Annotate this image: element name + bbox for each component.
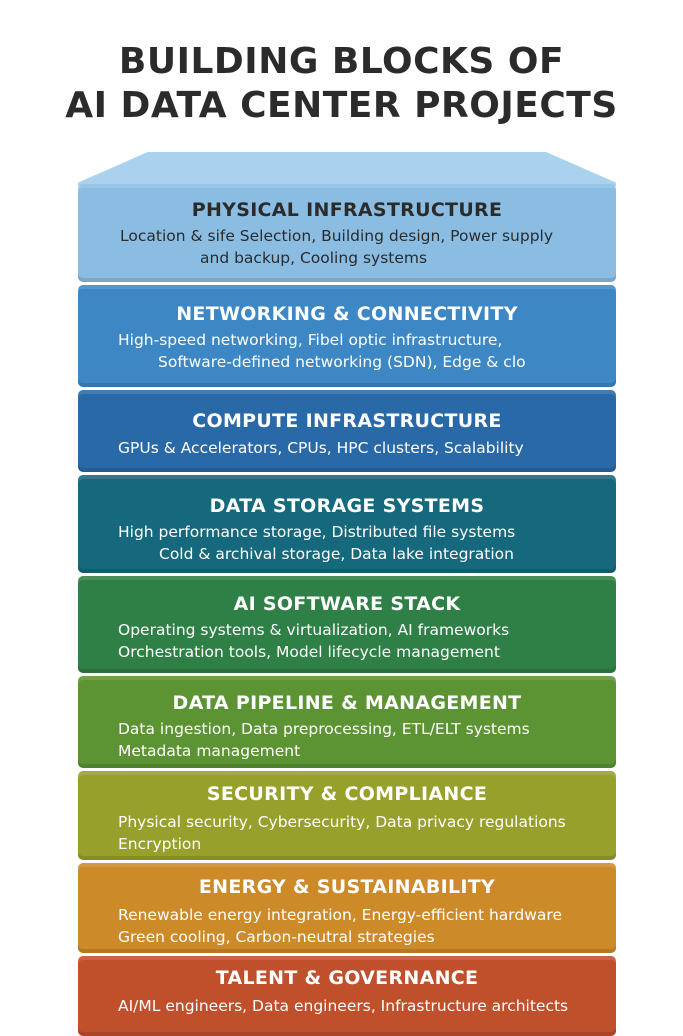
- page-title: BUILDING BLOCKS OF AI DATA CENTER PROJEC…: [0, 40, 683, 128]
- layer-desc-line: and backup, Cooling systems: [200, 249, 428, 267]
- stack-top-face: [78, 152, 616, 186]
- layer-ai-software-stack: AI SOFTWARE STACK Operating systems & vi…: [78, 576, 616, 673]
- layer-security-compliance: SECURITY & COMPLIANCE Physical security,…: [78, 771, 616, 860]
- layer-data-storage-systems: DATA STORAGE SYSTEMS High performance st…: [78, 475, 616, 573]
- layer-title: PHYSICAL INFRASTRUCTURE: [191, 199, 503, 221]
- layer-desc-line: Location & sife Selection, Building desi…: [120, 227, 554, 245]
- layer-energy-sustainability: ENERGY & SUSTAINABILITY Renewable energy…: [78, 863, 616, 953]
- layer-networking-connectivity: NETWORKING & CONNECTIVITY High-speed net…: [78, 285, 616, 387]
- layer-desc-line: Software-defined networking (SDN), Edge …: [158, 353, 526, 371]
- layer-desc-line: Metadata management: [118, 742, 301, 760]
- layer-desc-line: Physical security, Cybersecurity, Data p…: [118, 813, 566, 831]
- title-line-2: AI DATA CENTER PROJECTS: [65, 85, 618, 126]
- layer-compute-infrastructure: COMPUTE INFRASTRUCTURE GPUs & Accelerato…: [78, 390, 616, 472]
- layer-title: DATA STORAGE SYSTEMS: [209, 495, 485, 517]
- title-line-1: BUILDING BLOCKS OF: [118, 41, 565, 82]
- layer-title: ENERGY & SUSTAINABILITY: [198, 876, 496, 898]
- layer-title: DATA PIPELINE & MANAGEMENT: [172, 692, 522, 714]
- layer-title: COMPUTE INFRASTRUCTURE: [192, 410, 502, 432]
- layer-data-pipeline-management: DATA PIPELINE & MANAGEMENT Data ingestio…: [78, 676, 616, 768]
- layer-desc-line: AI/ML engineers, Data engineers, Infrast…: [118, 997, 569, 1015]
- layer-desc-line: GPUs & Accelerators, CPUs, HPC clusters,…: [118, 439, 524, 457]
- layer-desc-line: Data ingestion, Data preprocessing, ETL/…: [118, 720, 530, 738]
- layer-desc-line: Renewable energy integration, Energy-eff…: [118, 906, 562, 924]
- layer-talent-governance: TALENT & GOVERNANCE AI/ML engineers, Dat…: [78, 956, 616, 1036]
- layer-desc-line: Encryption: [118, 835, 202, 853]
- layer-title: NETWORKING & CONNECTIVITY: [176, 303, 518, 325]
- layer-desc-line: Orchestration tools, Model lifecycle man…: [118, 643, 500, 661]
- layer-desc-line: Cold & archival storage, Data lake integ…: [159, 545, 514, 563]
- layer-desc-line: Green cooling, Carbon-neutral strategies: [118, 928, 435, 946]
- layer-desc-line: High-speed networking, Fibel optic infra…: [118, 331, 503, 349]
- layer-desc-line: High performance storage, Distributed fi…: [118, 523, 516, 541]
- layer-physical-infrastructure: PHYSICAL INFRASTRUCTURE Location & sife …: [78, 184, 616, 282]
- layer-title: AI SOFTWARE STACK: [233, 593, 461, 615]
- layer-title: SECURITY & COMPLIANCE: [206, 783, 488, 805]
- layer-title: TALENT & GOVERNANCE: [215, 967, 479, 989]
- layer-desc-line: Operating systems & virtualization, AI f…: [118, 621, 510, 639]
